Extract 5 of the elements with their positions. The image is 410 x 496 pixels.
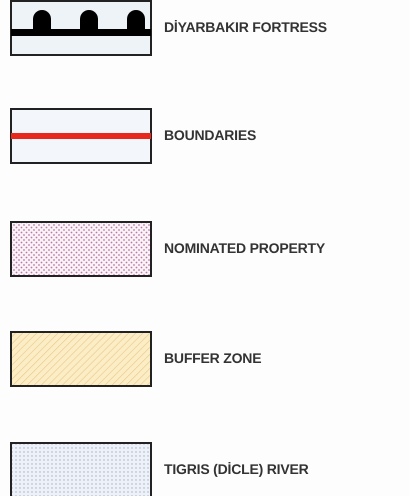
legend-text: BUFFER ZONE xyxy=(164,350,262,366)
legend-text: TIGRIS (DİCLE) RIVER xyxy=(164,461,309,477)
legend-text: DİYARBAKIR FORTRESS xyxy=(164,19,327,35)
legend-text: NOMINATED PROPERTY xyxy=(164,240,326,256)
legend-text: BOUNDARIES xyxy=(164,127,256,143)
